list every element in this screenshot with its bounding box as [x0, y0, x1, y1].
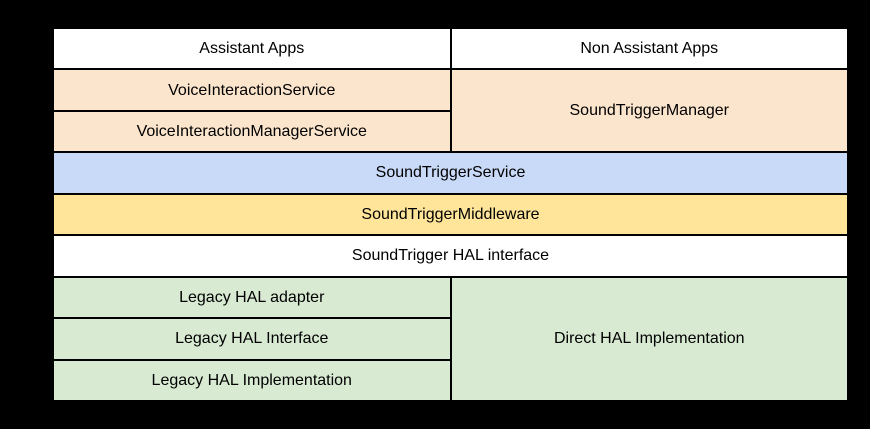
cell-voice-interaction-service: VoiceInteractionService — [54, 70, 450, 110]
cell-voice-interaction-manager-service: VoiceInteractionManagerService — [54, 111, 450, 152]
cell-non-assistant-apps: Non Assistant Apps — [451, 29, 847, 69]
cell-assistant-apps: Assistant Apps — [54, 29, 450, 69]
cell-sound-trigger-manager: SoundTriggerManager — [451, 70, 847, 152]
cell-legacy-hal-interface: Legacy HAL Interface — [54, 319, 450, 359]
cell-sound-trigger-hal-interface: SoundTrigger HAL interface — [54, 236, 847, 276]
soundtrigger-stack-diagram: Assistant Apps Non Assistant Apps VoiceI… — [52, 27, 849, 402]
cell-sound-trigger-service: SoundTriggerService — [54, 153, 847, 193]
cell-direct-hal-implementation: Direct HAL Implementation — [451, 277, 847, 400]
cell-legacy-hal-implementation: Legacy HAL Implementation — [54, 360, 450, 400]
cell-legacy-hal-adapter: Legacy HAL adapter — [54, 277, 450, 318]
cell-sound-trigger-middleware: SoundTriggerMiddleware — [54, 194, 847, 235]
